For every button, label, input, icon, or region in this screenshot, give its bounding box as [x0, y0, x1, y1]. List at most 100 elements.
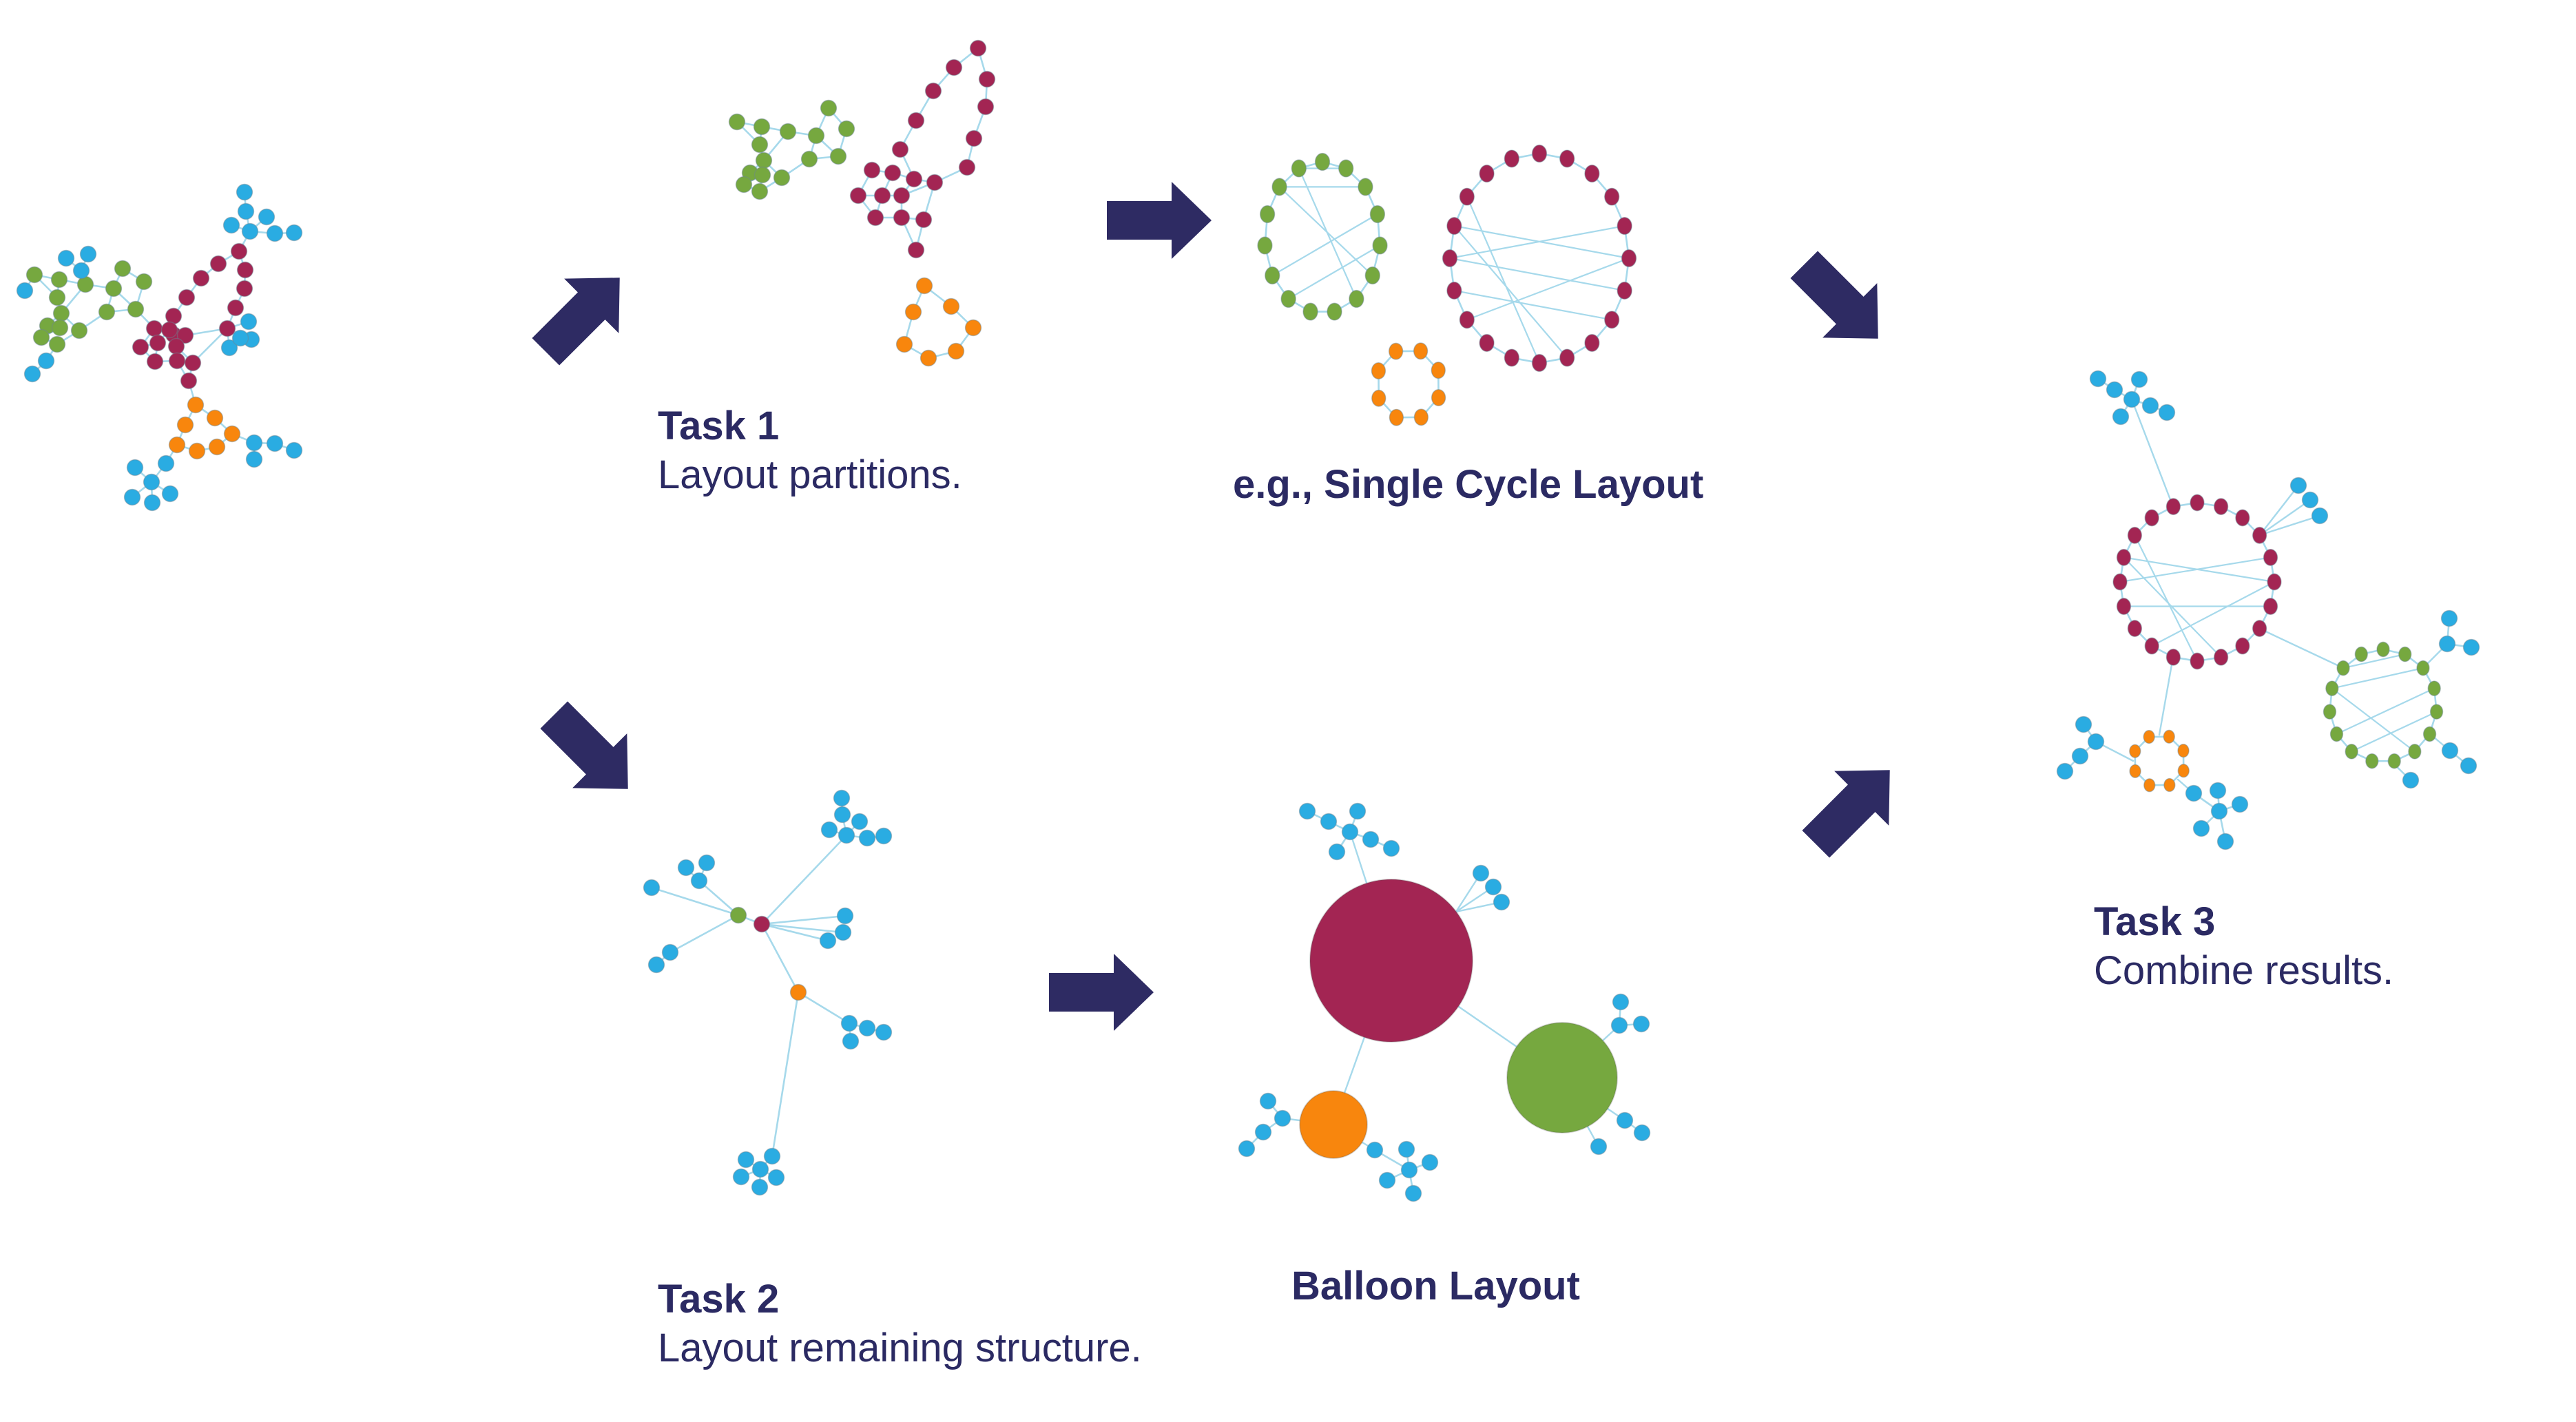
graph-node — [149, 334, 167, 352]
ring-node — [2252, 620, 2267, 638]
graph-node — [1612, 993, 1630, 1011]
graph-node — [132, 338, 149, 356]
graph-node — [1320, 813, 1338, 830]
ring-node — [2165, 498, 2181, 516]
graph-link-edge — [2130, 398, 2174, 508]
graph-node — [2462, 638, 2480, 656]
ring-node — [1531, 353, 1548, 373]
graph-node — [176, 326, 194, 344]
ring-node — [2422, 726, 2437, 742]
graph-node — [1366, 1141, 1384, 1159]
graph-node — [838, 826, 855, 844]
graph-node — [851, 813, 869, 830]
caption-task1: Task 1 Layout partitions. — [658, 401, 962, 499]
ring-node — [2398, 646, 2412, 662]
graph-node — [884, 164, 902, 182]
graph-node — [37, 352, 55, 370]
ring-node — [1369, 205, 1386, 224]
graph-node — [25, 266, 43, 284]
task3-title: Task 3 — [2094, 899, 2216, 944]
graph-node — [2460, 757, 2478, 775]
graph-node — [840, 1014, 858, 1032]
ring-node — [2252, 526, 2267, 544]
graph-node — [176, 416, 194, 434]
graph-node — [266, 224, 284, 242]
ring-node — [2127, 526, 2143, 544]
ring-node — [1327, 302, 1342, 321]
graph-node — [2112, 408, 2130, 426]
graph-link-edge — [2258, 484, 2300, 536]
graph-node — [849, 187, 867, 205]
caption-task2: Task 2 Layout remaining structure. — [658, 1275, 1142, 1372]
ring-node — [1504, 149, 1520, 168]
ring-node — [1621, 249, 1637, 268]
graph-node — [751, 136, 769, 154]
ring-node — [2143, 778, 2156, 793]
graph-edge — [191, 327, 229, 364]
graph-node — [2123, 390, 2141, 408]
ring-node — [2127, 620, 2143, 638]
graph-node — [2209, 782, 2227, 799]
graph-node — [188, 442, 206, 460]
ring-chord-edge — [1453, 289, 1613, 321]
ring-node — [1280, 289, 1296, 309]
graph-node — [230, 242, 248, 260]
graph-node — [1400, 1161, 1418, 1179]
graph-node — [48, 335, 66, 353]
graph-node — [789, 983, 807, 1001]
flow-arrow — [1049, 954, 1154, 1031]
ring-node — [1559, 149, 1575, 168]
ring-node — [1442, 249, 1458, 268]
ring-node — [2336, 660, 2350, 676]
graph-node — [779, 123, 797, 140]
ring-node — [1584, 333, 1600, 353]
ring-node — [2112, 573, 2128, 591]
ring-node — [2429, 704, 2444, 720]
graph-node — [907, 112, 925, 129]
ring-node — [1291, 159, 1307, 178]
graph-node — [1298, 802, 1316, 820]
graph-node — [965, 129, 983, 147]
ring-chord-edge — [1448, 224, 1625, 260]
ring-node — [2116, 548, 2132, 566]
graph-node — [157, 454, 175, 472]
graph-node — [168, 352, 186, 370]
graph-node — [2192, 819, 2210, 837]
graph-node — [241, 222, 259, 240]
ring-node — [1358, 178, 1373, 196]
graph-node — [2106, 381, 2123, 399]
ring-node — [2177, 764, 2190, 778]
graph-node — [751, 182, 769, 200]
graph-node — [70, 322, 88, 339]
ring-node — [1504, 348, 1520, 367]
orange-balloon-disc — [1299, 1090, 1368, 1159]
graph-node — [842, 1032, 860, 1050]
graph-node — [820, 821, 838, 839]
graph-node — [192, 269, 210, 287]
graph-node — [945, 59, 963, 76]
graph-node — [977, 98, 995, 116]
graph-node — [2130, 370, 2148, 388]
graph-node — [1254, 1123, 1272, 1141]
combined-graph — [2056, 370, 2480, 850]
graph-node — [858, 829, 876, 847]
graph-node — [72, 262, 90, 280]
balloon-layout-title: Balloon Layout — [1291, 1264, 1580, 1308]
ring-chord-edge — [1453, 224, 1568, 359]
original-graph — [16, 183, 303, 512]
graph-node — [208, 438, 226, 456]
ring-node — [2323, 704, 2337, 720]
ring-node — [2177, 744, 2190, 758]
graph-node — [773, 169, 791, 187]
graph-node — [258, 208, 276, 226]
graph-node — [285, 441, 303, 459]
graph-node — [924, 82, 942, 100]
task3-subtitle: Combine results. — [2094, 948, 2394, 993]
graph-node — [1328, 843, 1346, 861]
graph-node — [2311, 507, 2329, 525]
graph-node — [206, 409, 224, 427]
graph-node — [1484, 878, 1502, 896]
graph-edge — [797, 991, 851, 1025]
graph-edge — [650, 886, 740, 917]
ring-chord-edge — [1466, 196, 1541, 364]
